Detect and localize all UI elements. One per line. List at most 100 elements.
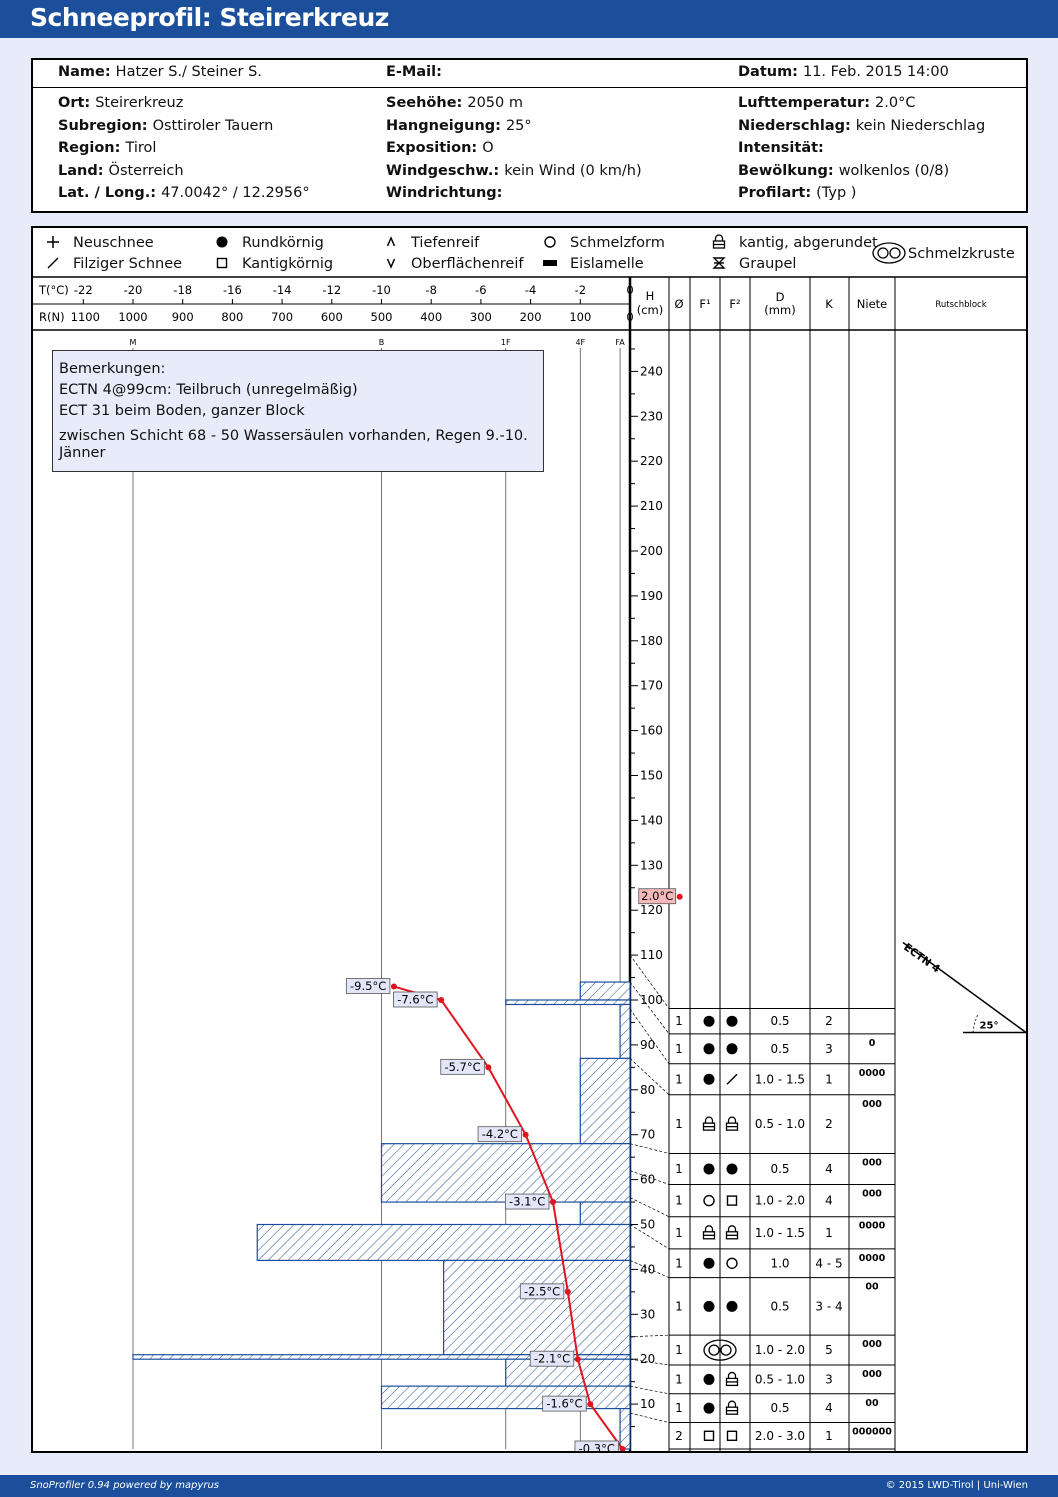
temperature-point xyxy=(587,1401,594,1408)
resistance-axis-label: R(N) xyxy=(39,310,65,324)
email: E-Mail: xyxy=(386,64,442,80)
temperature-label-box xyxy=(477,1126,523,1143)
layer-f2-icon xyxy=(726,1300,738,1312)
layer-grain-size: 1 xyxy=(675,1072,683,1086)
hardness-bar xyxy=(380,1143,631,1203)
layer-d: 0.5 xyxy=(770,1401,789,1415)
layer-grain-size: 2 xyxy=(675,1429,683,1443)
layer-d: 1.0 - 2.0 xyxy=(755,1194,805,1208)
height-tick-label: 40 xyxy=(640,1262,655,1276)
layer-f2-icon xyxy=(726,1430,738,1441)
height-tick-label: 50 xyxy=(640,1218,655,1232)
layer-f1-icon xyxy=(703,1043,715,1055)
temperature-point xyxy=(619,1446,626,1451)
temperature-label: -2.1°C xyxy=(534,1352,570,1366)
legend-label: Eislamelle xyxy=(570,256,644,272)
header-grain-size: Ø xyxy=(674,297,683,311)
layer-d: 1.0 - 1.5 xyxy=(755,1226,805,1240)
field-niederschlag: Niederschlag:kein Niederschlag xyxy=(738,118,986,134)
height-tick-label: 190 xyxy=(640,589,663,603)
height-tick-label: 90 xyxy=(640,1038,655,1052)
layer-niete: 0 xyxy=(869,1038,876,1049)
temperature-label: -2.5°C xyxy=(524,1284,560,1298)
resistance-tick-label: 800 xyxy=(221,310,243,324)
layer-niete: 000 xyxy=(862,1099,882,1110)
hardness-label: 4F xyxy=(575,338,585,347)
temperature-label-box xyxy=(440,1058,485,1075)
temp-tick-label: -4 xyxy=(525,283,536,297)
resistance-tick-label: 0 xyxy=(626,310,633,324)
temp-tick-label: -10 xyxy=(372,283,391,297)
temp-tick-label: -8 xyxy=(425,283,436,297)
height-tick-label: 200 xyxy=(640,544,663,558)
height-tick-label: 230 xyxy=(640,409,663,423)
temp-tick-label: -14 xyxy=(273,283,292,297)
temp-tick-label: -22 xyxy=(74,283,93,297)
temperature-label-box xyxy=(574,1440,619,1451)
legend-label: Neuschnee xyxy=(73,235,154,251)
temperature-point xyxy=(485,1064,492,1071)
layer-d: 2.0 - 3.0 xyxy=(755,1429,805,1443)
layer-niete: 00 xyxy=(865,1282,879,1293)
layer-d: 0.5 xyxy=(770,1042,789,1056)
temperature-label: -5.7°C xyxy=(444,1060,480,1074)
test-slope-line xyxy=(902,941,1026,1034)
legend-label: Schmelzkruste xyxy=(908,246,1015,262)
layer-niete: 00 xyxy=(865,1398,879,1409)
layer-k: 3 xyxy=(825,1372,833,1386)
height-tick-label: 140 xyxy=(640,813,663,827)
temperature-label: -4.2°C xyxy=(482,1127,518,1141)
legend-circle-icon xyxy=(544,236,556,248)
temperature-label-box xyxy=(504,1193,550,1210)
temperature-label-box xyxy=(542,1395,587,1412)
layer-connector xyxy=(629,981,670,1035)
resistance-tick-label: 900 xyxy=(172,310,194,324)
footer-copyright: © 2015 LWD-Tirol | Uni-Wien xyxy=(885,1480,1028,1491)
temperature-label: -0.3°C xyxy=(579,1442,615,1452)
height-tick-label: 30 xyxy=(640,1307,655,1321)
legend-graupel-icon xyxy=(713,257,725,269)
height-tick-label: 160 xyxy=(640,724,663,738)
temperature-label-box xyxy=(393,991,438,1008)
layer-f1-icon xyxy=(703,1402,715,1414)
layer-k: 4 xyxy=(825,1401,833,1415)
height-tick-label: 170 xyxy=(640,679,663,693)
temperature-label-box xyxy=(638,888,677,905)
page-title: Schneeprofil: Steirerkreuz xyxy=(30,3,389,32)
temperature-point xyxy=(549,1199,556,1206)
layer-grain-size: 1 xyxy=(675,1256,683,1270)
header-k: K xyxy=(825,297,833,311)
header-f1: F¹ xyxy=(699,297,710,311)
legend-lock-icon xyxy=(712,234,726,249)
temperature-label-box xyxy=(345,978,391,994)
layer-connector xyxy=(629,1224,670,1250)
height-tick-label: 80 xyxy=(640,1083,655,1097)
layer-k: 1 xyxy=(825,1429,833,1443)
layer-k: 3 - 4 xyxy=(815,1299,842,1313)
layer-niete: 000 xyxy=(862,1157,882,1168)
layer-d: 0.5 xyxy=(770,1014,789,1028)
layer-f2-icon xyxy=(726,1043,738,1055)
layer-niete: 000000 xyxy=(852,1427,892,1438)
legend-caret-down-icon xyxy=(386,258,396,268)
header-d-unit: (mm) xyxy=(764,303,795,317)
header-niete: Niete xyxy=(857,297,887,311)
footer-bar: SnoProfiler 0.94 powered by mapyrus © 20… xyxy=(0,1475,1058,1497)
field-lufttemperatur: Lufttemperatur:2.0°C xyxy=(738,95,916,111)
layer-grain-size: 1 xyxy=(675,1162,683,1176)
layer-niete: 0000 xyxy=(859,1221,886,1232)
layer-k: 4 xyxy=(825,1162,833,1176)
legend-label: Schmelzform xyxy=(570,235,665,251)
layer-grain-size: 1 xyxy=(675,1014,683,1028)
layer-grain-size: 1 xyxy=(675,1299,683,1313)
height-tick-label: 10 xyxy=(640,1397,655,1411)
field-windgeschw: Windgeschw.:kein Wind (0 km/h) xyxy=(386,163,642,179)
height-tick-label: 130 xyxy=(640,858,663,872)
layer-d: 1.0 xyxy=(770,1256,789,1270)
legend-label: Rundkörnig xyxy=(242,235,324,251)
hardness-bar xyxy=(579,981,631,1001)
header-f2: F² xyxy=(729,297,740,311)
layer-f1-icon xyxy=(702,1116,716,1131)
layer-k: 2 xyxy=(825,1117,833,1131)
legend-slash-icon xyxy=(47,257,59,269)
